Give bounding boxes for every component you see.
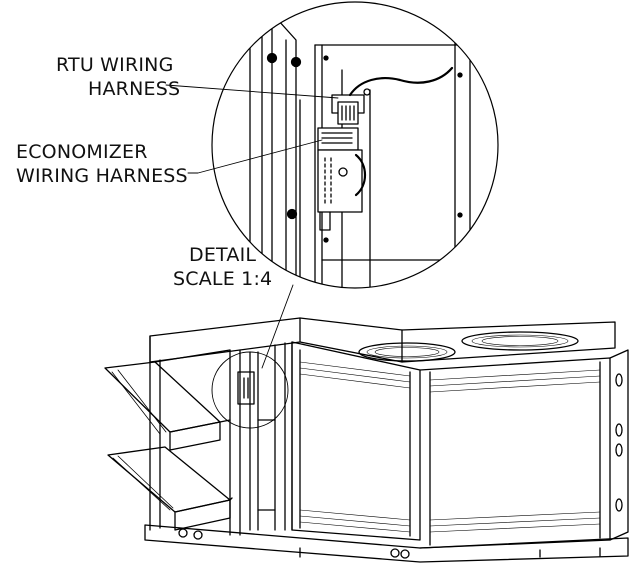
- rtu-harness-label-line1: RTU WIRING: [56, 54, 174, 76]
- rtu-harness-connector: [331, 66, 454, 125]
- econ-harness-label-line1: ECONOMIZER: [16, 141, 148, 163]
- detail-label-line2: SCALE 1:4: [173, 268, 273, 290]
- rtu-harness-label-line2: HARNESS: [88, 78, 181, 100]
- detail-circle: [211, 1, 499, 289]
- econ-harness-leader: [187, 139, 323, 174]
- condenser-fans: [358, 331, 579, 362]
- rooftop-unit: [144, 317, 629, 563]
- rtu-harness-leader: [165, 84, 339, 99]
- economizer-module: [317, 127, 367, 231]
- detail-view: [249, 2, 498, 288]
- detail-label-line1: DETAIL: [189, 244, 257, 266]
- rtu-harness-label: RTU WIRING HARNESS: [56, 53, 180, 101]
- econ-harness-label-line2: WIRING HARNESS: [16, 165, 188, 187]
- detail-callout-circle: [211, 351, 289, 429]
- econ-harness-label: ECONOMIZER WIRING HARNESS: [16, 140, 188, 188]
- detail-scale-label: DETAIL SCALE 1:4: [173, 243, 272, 291]
- economizer-hood: [104, 349, 233, 531]
- detail-leader-line: [261, 284, 294, 369]
